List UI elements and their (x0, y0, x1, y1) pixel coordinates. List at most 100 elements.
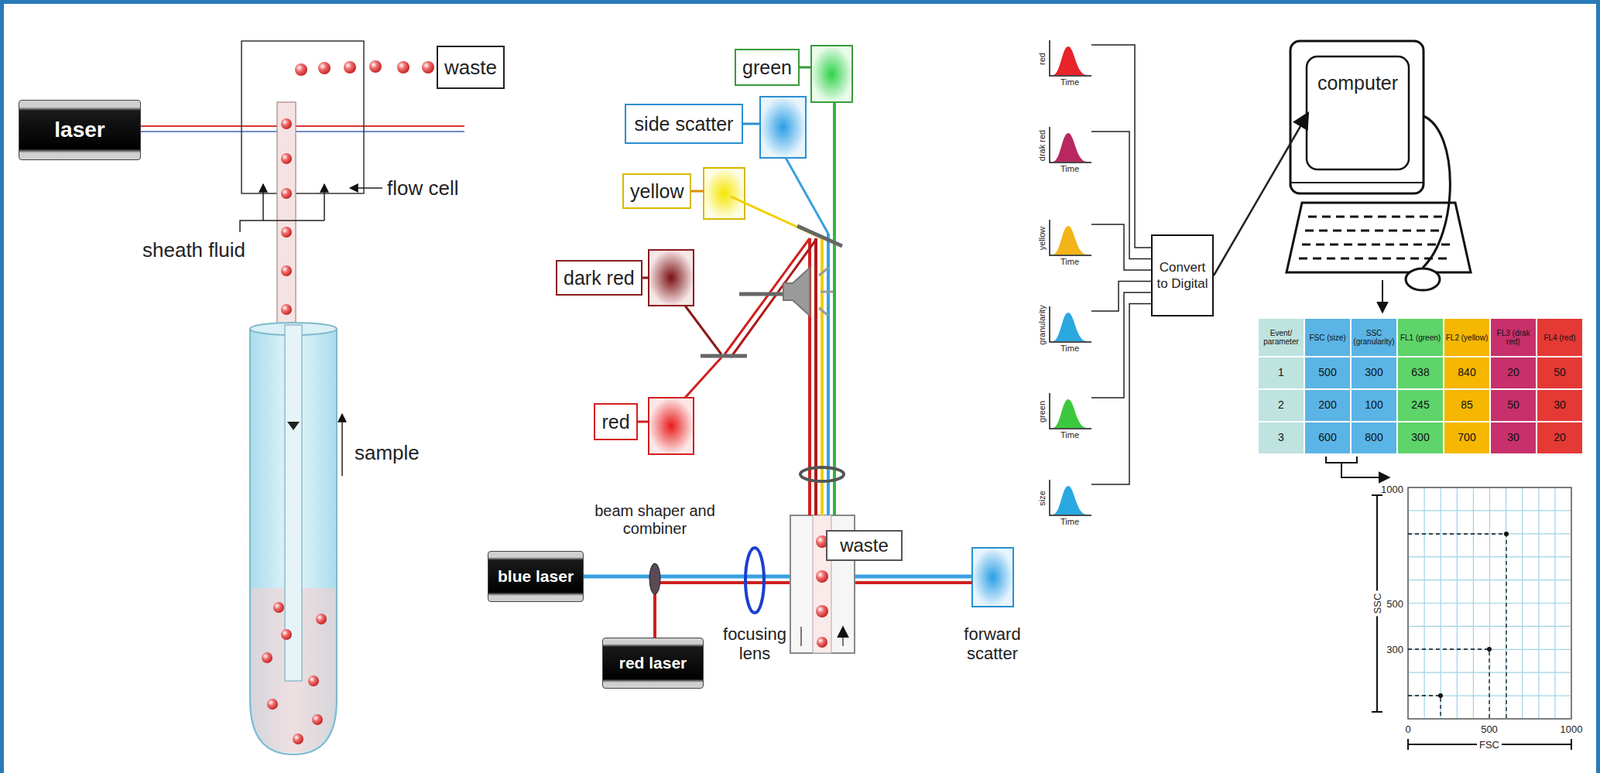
node-text: computer (1317, 71, 1398, 95)
label: FSC (1476, 739, 1502, 751)
laser-source: laser (18, 99, 141, 161)
keyboard-key (1346, 229, 1356, 233)
keyboard-key (1377, 215, 1387, 219)
keyboard-key (1368, 257, 1378, 261)
table-cell: FL1 (green) (1397, 318, 1444, 357)
axis-label: red (1037, 52, 1047, 66)
grid-line (1521, 487, 1523, 720)
waste-box: waste (436, 45, 505, 90)
label: sheath fluid (142, 238, 246, 263)
axis-label: Time (1060, 164, 1080, 174)
table-cell: 245 (1397, 389, 1444, 422)
keyboard-key (1441, 243, 1450, 247)
label: flow cell (387, 176, 459, 201)
axis-label: Time (1060, 343, 1080, 353)
grid-line (1538, 487, 1539, 720)
keyboard-key (1413, 243, 1422, 247)
connector (1213, 113, 1309, 276)
keyboard-key (1363, 215, 1373, 219)
detector-label: dark red (555, 260, 643, 296)
node-text: laser (54, 117, 105, 143)
keyboard-key (1371, 243, 1381, 247)
table-cell: 500 (1304, 356, 1351, 390)
table-cell: 50 (1490, 389, 1537, 422)
axis-label: Time (1060, 517, 1080, 527)
keyboard-key (1354, 257, 1364, 261)
keyboard-key (1340, 257, 1350, 261)
signal-plot: granularityTime (1035, 304, 1092, 355)
table-cell: 20 (1536, 421, 1583, 455)
signal-axis (1049, 479, 1092, 516)
keyboard-key (1427, 243, 1436, 247)
computer-screen: computer (1308, 58, 1408, 168)
table-cell: 200 (1304, 389, 1351, 422)
signal-pulse (1052, 46, 1087, 76)
grid-line (1408, 602, 1572, 604)
connector (1091, 304, 1152, 486)
table-cell: FSC (size) (1304, 318, 1351, 357)
keyboard-key (1329, 243, 1339, 247)
keyboard-key (1416, 229, 1426, 233)
keyboard-key (1332, 229, 1342, 233)
keyboard-key (1396, 257, 1405, 261)
keyboard-key (1438, 257, 1447, 261)
table-cell: 300 (1350, 356, 1398, 390)
table-cell: FL3 (drak red) (1490, 318, 1537, 357)
label: 1000 (1560, 723, 1583, 736)
keyboard-key (1322, 215, 1331, 219)
table-cell: 85 (1443, 389, 1491, 422)
label: forward scatter (949, 624, 1035, 665)
keyboard-key (1308, 215, 1317, 219)
signal-axis (1049, 393, 1092, 429)
axis-label: Time (1060, 77, 1080, 87)
table-cell: FL4 (red) (1536, 318, 1583, 357)
signal-pulse (1052, 486, 1087, 515)
label: focusing lens (712, 624, 798, 665)
detector-label: red (593, 403, 638, 441)
connector (1091, 281, 1152, 312)
keyboard-key (1382, 257, 1392, 261)
table-cell: FL2 (yellow) (1443, 318, 1491, 357)
label: 500 (1480, 723, 1498, 736)
keyboard-key (1419, 215, 1429, 219)
node-text: yellow (630, 180, 684, 203)
keyboard-key (1305, 229, 1314, 233)
axis-label: drak red (1037, 130, 1047, 162)
keyboard-key (1312, 257, 1322, 261)
keyboard-key (1336, 215, 1345, 219)
connector (1091, 224, 1152, 271)
axis-label: green (1037, 400, 1047, 423)
node-text: dark red (563, 267, 635, 290)
signal-plot: greenTime (1035, 391, 1092, 442)
keyboard-key (1319, 229, 1328, 233)
keyboard-key (1402, 229, 1412, 233)
detector-label: side scatter (624, 103, 744, 144)
keyboard-key (1360, 229, 1370, 233)
node-text: green (742, 56, 792, 79)
waste-box: waste (825, 530, 903, 562)
detector-label: yellow (622, 173, 692, 209)
label: 0 (1404, 723, 1411, 736)
node-text: Convert to Digital (1155, 259, 1210, 293)
signal-plot: yellowTime (1035, 218, 1092, 268)
keyboard-key (1410, 257, 1419, 261)
signal-plot: drak redTime (1035, 125, 1092, 175)
signal-plot: redTime (1035, 38, 1092, 89)
laser-source: blue laser (487, 551, 584, 603)
keyboard-key (1315, 243, 1325, 247)
signal-axis (1049, 126, 1092, 163)
axis-label: size (1037, 490, 1047, 507)
keyboard-key (1343, 243, 1353, 247)
label: 500 (1386, 598, 1404, 610)
table-cell: 638 (1397, 356, 1444, 390)
laser-source: red laser (602, 637, 704, 689)
label: beam shaper and combiner (587, 502, 723, 538)
signal-pulse (1052, 226, 1087, 255)
signal-pulse (1052, 312, 1087, 342)
table-cell: 100 (1350, 389, 1398, 422)
axis-label: granularity (1037, 304, 1047, 345)
node-text: waste (839, 534, 889, 557)
keyboard-key (1374, 229, 1384, 233)
signal-plot: sizeTime (1035, 478, 1092, 528)
signal-axis (1049, 40, 1092, 76)
